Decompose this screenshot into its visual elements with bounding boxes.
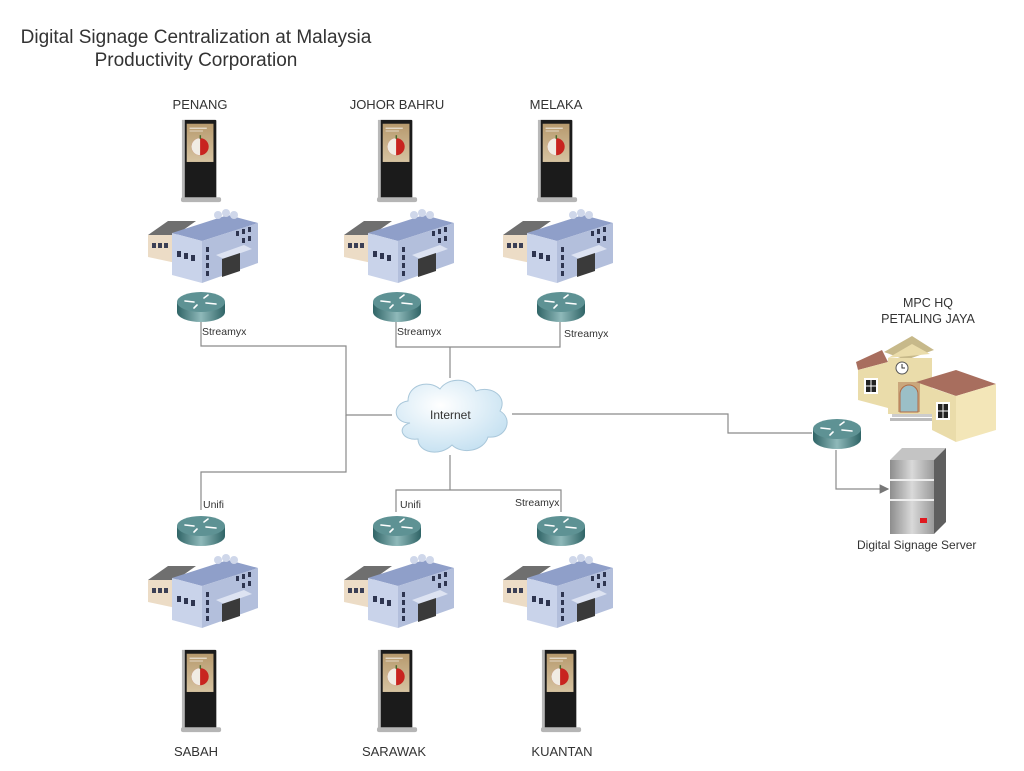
server-icon	[890, 448, 946, 534]
link-sabah	[200, 415, 347, 510]
connection-label-sarawak: Unifi	[400, 499, 422, 511]
link-penang	[200, 322, 392, 416]
site-label-penang: PENANG	[172, 97, 228, 112]
branch-building-icon	[340, 205, 460, 285]
cloud-icon	[395, 379, 508, 453]
digital-signage-kiosk-icon	[180, 648, 224, 734]
digital-signage-kiosk-icon	[376, 648, 420, 734]
digital-signage-kiosk-icon	[376, 118, 420, 204]
site-label-sabah: SABAH	[173, 744, 219, 759]
digital-signage-kiosk-icon	[180, 118, 224, 204]
hq-label-line1: MPC HQ	[903, 296, 953, 310]
internet-label: Internet	[430, 408, 471, 422]
branch-building-icon	[144, 205, 264, 285]
digital-signage-kiosk-icon	[540, 648, 584, 734]
branch-building-icon	[144, 550, 264, 630]
router-icon[interactable]	[536, 290, 586, 324]
connection-label-melaka: Streamyx	[564, 328, 609, 340]
router-icon[interactable]	[176, 290, 226, 324]
diagram-title-line2: Productivity Corporation	[94, 50, 298, 71]
branch-building-icon	[499, 550, 619, 630]
site-label-johor-bahru: JOHOR BAHRU	[349, 97, 445, 112]
branch-building-icon	[499, 205, 619, 285]
hq-label-line2: PETALING JAYA	[881, 312, 975, 326]
connection-label-kuantan: Streamyx	[515, 497, 560, 509]
site-label-melaka: MELAKA	[529, 97, 583, 112]
connection-label-johor-bahru: Streamyx	[397, 326, 442, 338]
router-icon[interactable]	[536, 514, 586, 548]
digital-signage-kiosk-icon	[536, 118, 580, 204]
link-johor-bahru	[395, 322, 561, 348]
hq-label: MPC HQ PETALING JAYA	[848, 295, 1008, 327]
branch-building-icon	[340, 550, 460, 630]
link-server	[835, 450, 890, 494]
router-icon[interactable]	[176, 514, 226, 548]
router-icon[interactable]	[372, 290, 422, 324]
router-icon[interactable]	[372, 514, 422, 548]
hq-building-icon	[856, 336, 996, 442]
diagram-title-line1: Digital Signage Centralization at Malays…	[20, 27, 372, 48]
connection-label-sabah: Unifi	[203, 499, 225, 511]
site-label-sarawak: SARAWAK	[361, 744, 427, 759]
site-label-kuantan: KUANTAN	[531, 744, 593, 759]
connection-label-penang: Streamyx	[202, 326, 247, 338]
link-hq	[512, 413, 812, 434]
link-sarawak-kuantan	[395, 489, 562, 512]
hq-router-icon[interactable]	[812, 417, 862, 451]
server-label: Digital Signage Server	[857, 538, 977, 552]
